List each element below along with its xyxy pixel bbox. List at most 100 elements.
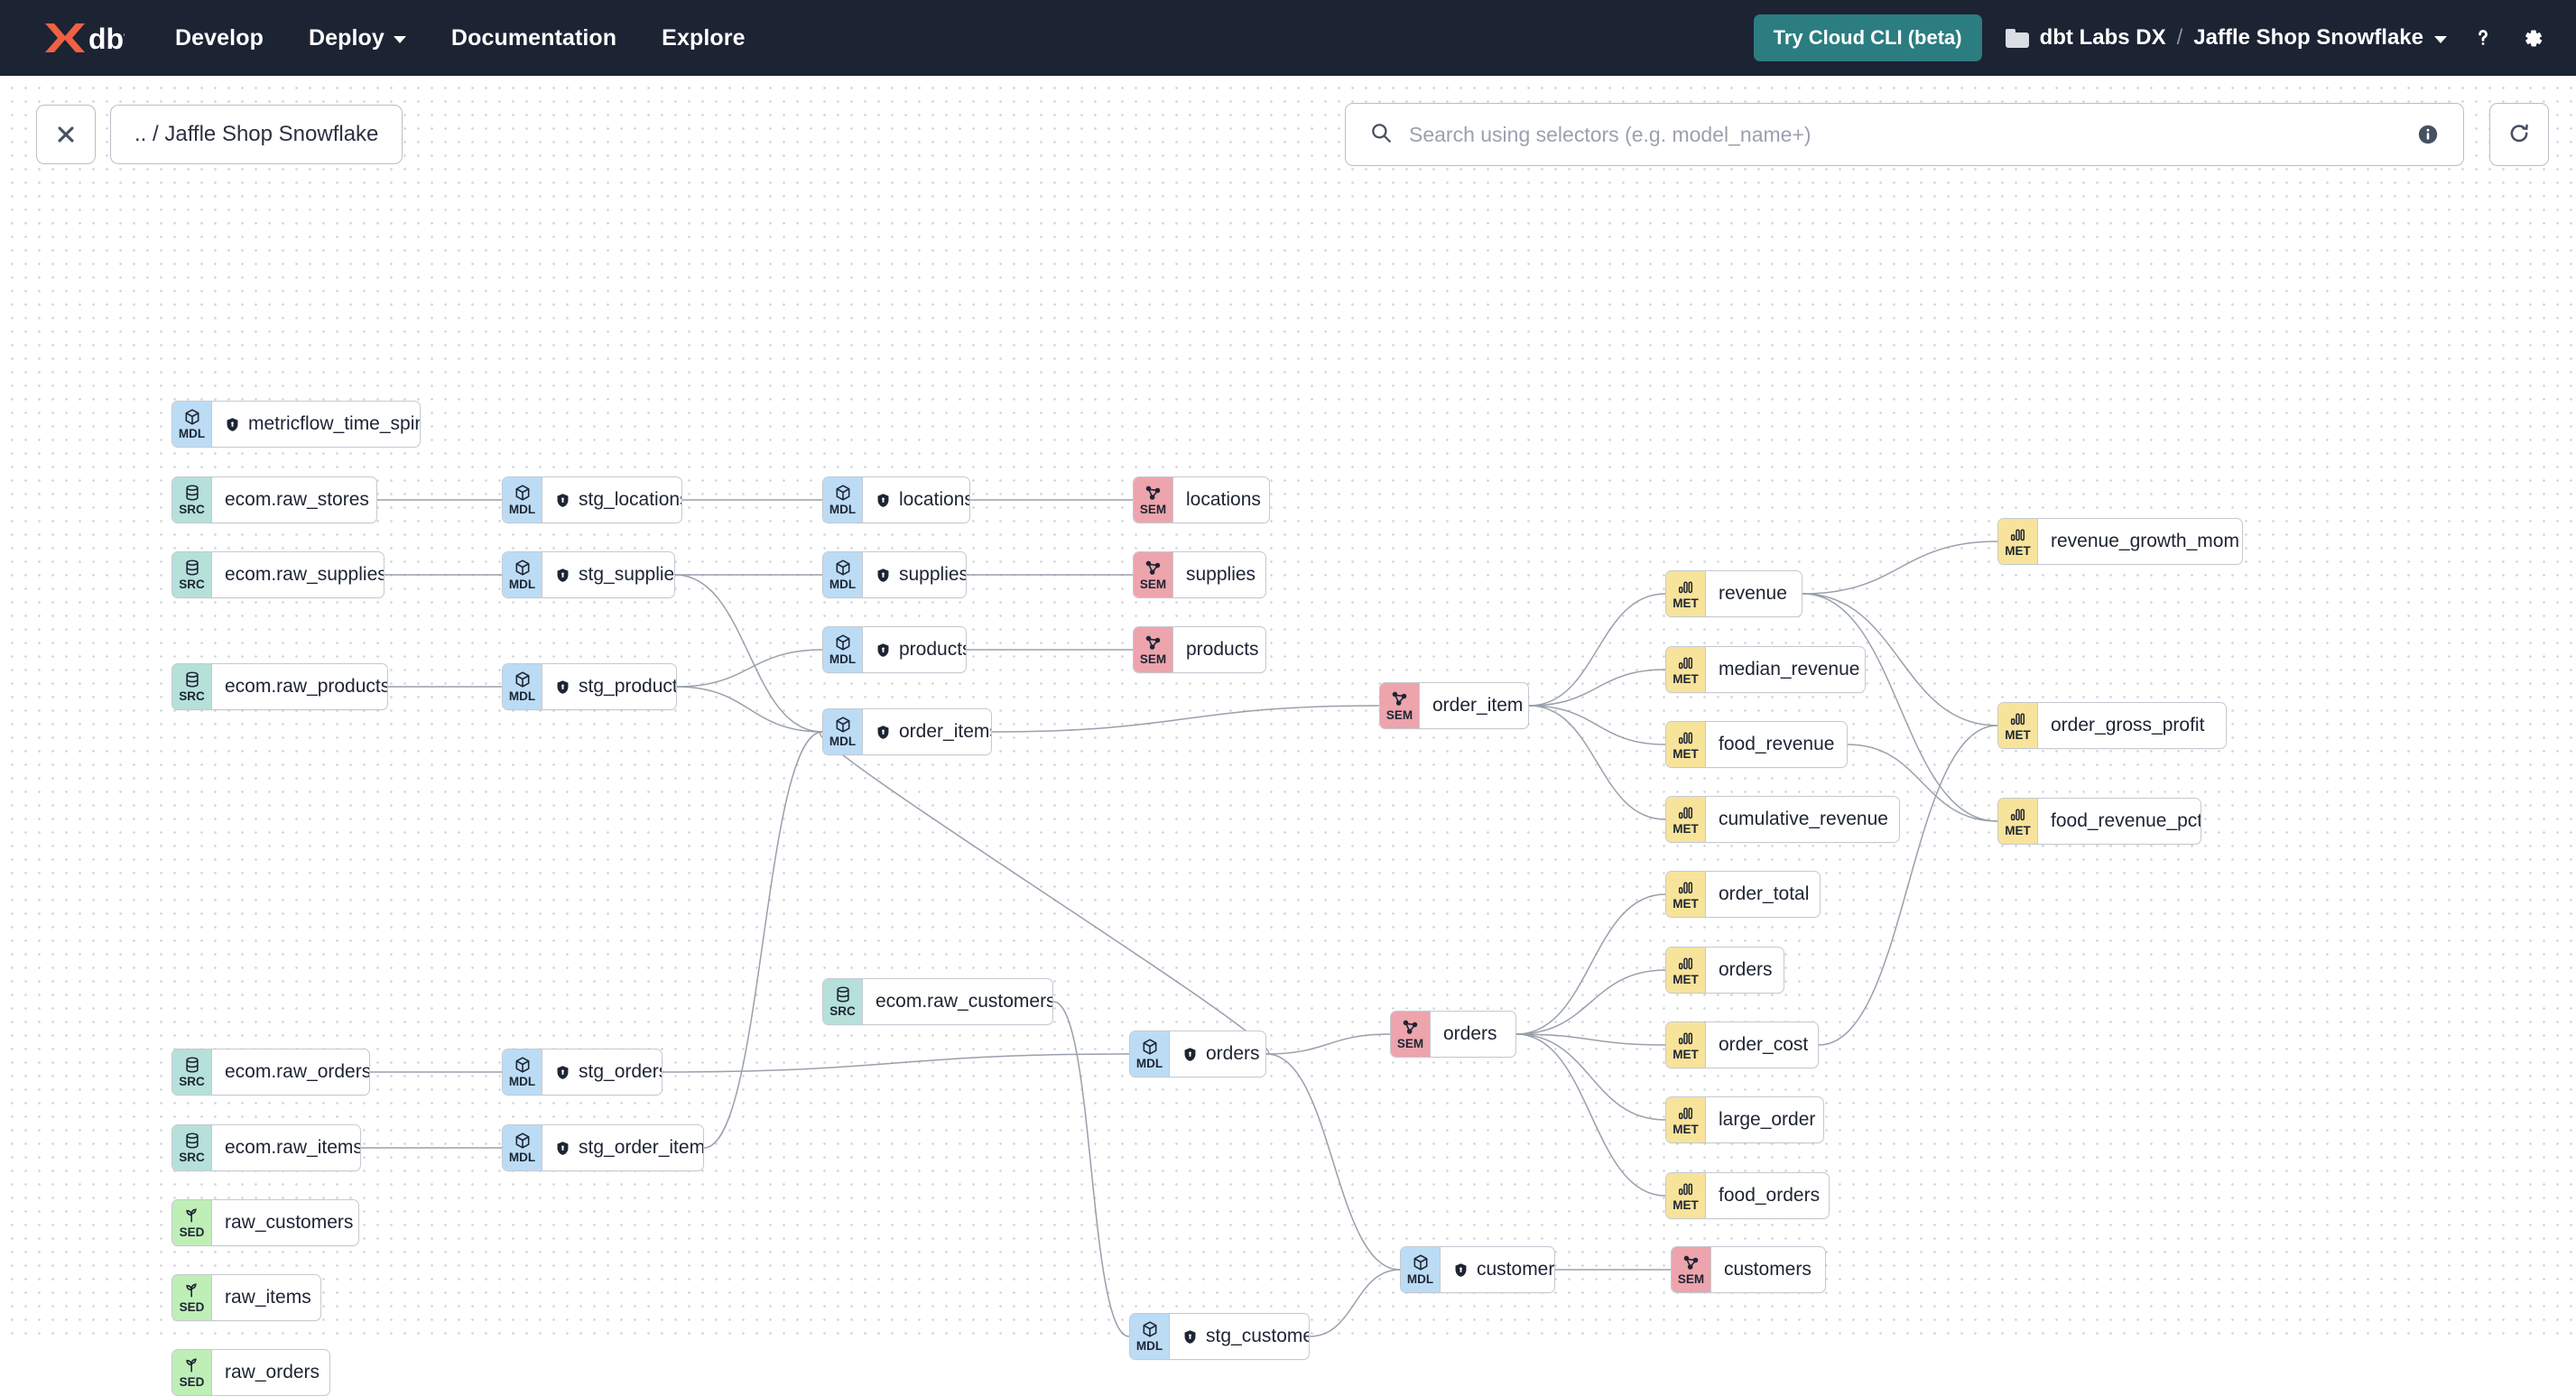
- node-label: orders: [1706, 948, 1784, 993]
- node-type-abbrev: MDL: [508, 689, 536, 704]
- node-name-text: ecom.raw_items: [225, 1137, 361, 1158]
- bar-chart-icon: MET: [1666, 948, 1706, 993]
- nav-label-explore: Explore: [662, 24, 746, 51]
- nav-item-documentation[interactable]: Documentation: [451, 25, 616, 51]
- node-label: metricflow_time_spine: [212, 402, 420, 447]
- node-label: supplies: [863, 552, 966, 597]
- nav-item-deploy[interactable]: Deploy: [309, 25, 406, 51]
- seedling-icon: SED: [172, 1275, 212, 1320]
- cube-icon: MDL: [172, 402, 212, 447]
- node-graph-icon: SEM: [1134, 477, 1173, 522]
- node-name-text: locations: [899, 489, 970, 510]
- graph-node-sem_products[interactable]: SEM products: [1133, 626, 1266, 673]
- nav-label-develop: Develop: [175, 24, 264, 51]
- node-label: stg_supplies: [542, 552, 674, 597]
- dbt-logo[interactable]: dbt: [42, 18, 125, 58]
- node-type-abbrev: SEM: [1139, 652, 1167, 667]
- try-cloud-cli-button[interactable]: Try Cloud CLI (beta): [1753, 14, 1982, 61]
- lineage-breadcrumb[interactable]: .. / Jaffle Shop Snowflake: [110, 105, 403, 164]
- search-bar[interactable]: [1345, 103, 2464, 166]
- nav-item-develop[interactable]: Develop: [175, 25, 264, 51]
- graph-node-met_large_order[interactable]: MET large_order: [1665, 1096, 1824, 1143]
- help-icon[interactable]: [2470, 25, 2496, 51]
- shield-icon: [1182, 1046, 1198, 1063]
- node-label: median_revenue: [1706, 647, 1865, 692]
- project-breadcrumb[interactable]: dbt Labs DX / Jaffle Shop Snowflake: [2005, 25, 2447, 51]
- node-type-abbrev: MDL: [508, 578, 536, 592]
- edge-sem_orders-to-met_food_orders: [1515, 1033, 1666, 1197]
- cube-icon: MDL: [1130, 1031, 1170, 1077]
- shield-icon: [876, 642, 891, 659]
- node-label: products: [863, 627, 966, 672]
- graph-node-ecom_raw_items[interactable]: SRC ecom.raw_items: [171, 1124, 361, 1171]
- node-label: orders: [1170, 1031, 1265, 1077]
- node-type-abbrev: SRC: [179, 1151, 205, 1165]
- database-icon: SRC: [172, 1049, 212, 1095]
- nav-label-deploy: Deploy: [308, 24, 385, 51]
- settings-gear-icon[interactable]: [2519, 25, 2545, 51]
- node-name-text: order_cost: [1719, 1034, 1809, 1055]
- refresh-icon[interactable]: [2489, 103, 2549, 166]
- node-name-text: order_items: [899, 721, 992, 742]
- graph-node-mdl_customers[interactable]: MDLcustomers: [1400, 1246, 1555, 1293]
- chevron-down-icon[interactable]: [2434, 36, 2447, 43]
- node-name-text: products: [1186, 639, 1259, 660]
- edge-stg_supplies-to-mdl_order_items: [674, 574, 823, 733]
- search-input[interactable]: [1409, 122, 2400, 147]
- lineage-canvas[interactable]: .. / Jaffle Shop Snowflake: [0, 76, 2576, 1396]
- node-type-abbrev: MDL: [1135, 1057, 1163, 1071]
- nav-item-explore[interactable]: Explore: [662, 25, 745, 51]
- node-type-abbrev: SEM: [1677, 1272, 1705, 1287]
- edge-sem_orders-to-met_order_cost: [1515, 1033, 1666, 1046]
- graph-node-met_orders[interactable]: MET orders: [1665, 947, 1784, 994]
- cube-icon: MDL: [1130, 1314, 1170, 1359]
- info-icon[interactable]: [2416, 123, 2440, 146]
- breadcrumb-separator: /: [2176, 25, 2183, 50]
- seedling-icon: SED: [172, 1350, 212, 1395]
- node-name-text: stg_order_items: [579, 1137, 704, 1158]
- graph-node-stg_supplies[interactable]: MDL stg_supplies: [502, 551, 675, 598]
- node-name-text: orders: [1719, 959, 1773, 980]
- node-name-text: large_order: [1719, 1109, 1816, 1130]
- graph-node-mdl_orders[interactable]: MDL orders: [1129, 1031, 1266, 1077]
- topbar-right-cluster: Try Cloud CLI (beta) dbt Labs DX / Jaffl…: [1753, 14, 2551, 61]
- node-graph-icon: SEM: [1672, 1247, 1711, 1292]
- close-icon[interactable]: [36, 105, 96, 164]
- bar-chart-icon: MET: [1998, 799, 2038, 844]
- node-type-abbrev: MET: [1673, 1122, 1699, 1136]
